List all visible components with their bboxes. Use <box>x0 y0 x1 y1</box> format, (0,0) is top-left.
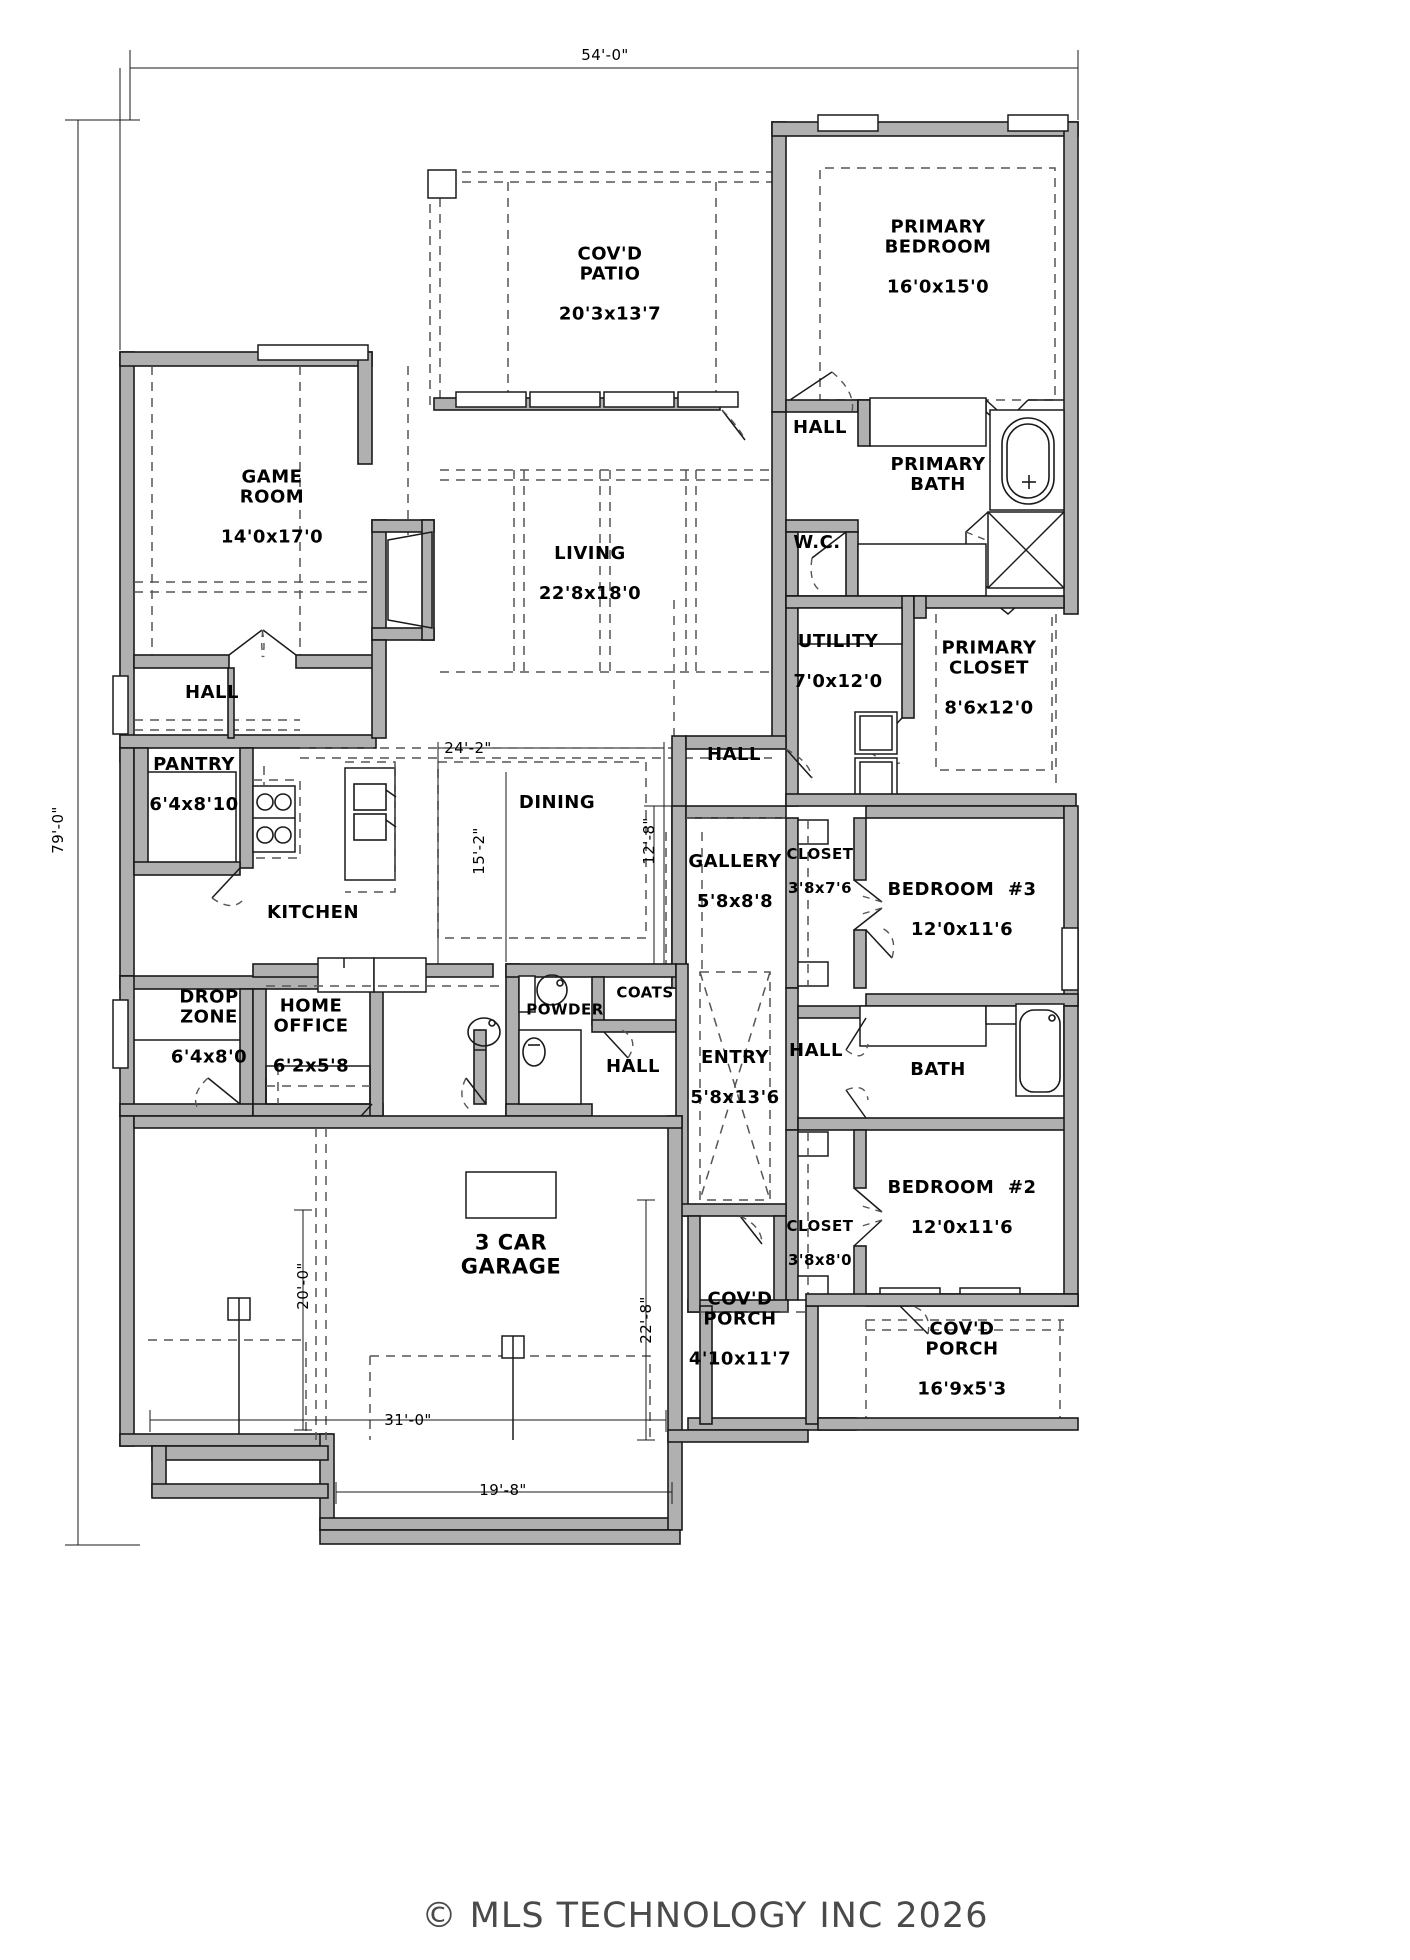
room-label-utility: UTILITY 7'0x12'0 <box>793 630 883 693</box>
room-label-game_room: GAME ROOM 14'0x17'0 <box>220 466 324 549</box>
room-size-covd_porch_front: 4'10x11'7 <box>688 1349 792 1371</box>
room-label-primary_bath: PRIMARY BATH <box>890 453 986 495</box>
room-label-bath: BATH <box>910 1058 966 1080</box>
dimension-garage-door: 19'-8" <box>479 1481 527 1499</box>
room-label-closet_bed3: CLOSET 3'8x7'6 <box>786 844 854 897</box>
room-size-living: 22'8x18'0 <box>538 583 642 605</box>
room-label-primary_bedroom: PRIMARY BEDROOM 16'0x15'0 <box>884 216 992 299</box>
room-label-covd_patio: COV'D PATIO 20'3x13'7 <box>558 243 662 326</box>
room-label-dining: DINING <box>518 791 596 813</box>
room-size-primary_closet: 8'6x12'0 <box>944 698 1034 720</box>
room-size-entry: 5'8x13'6 <box>690 1087 780 1109</box>
room-size-pantry: 6'4x8'10 <box>149 794 239 816</box>
room-label-hall_gallery: HALL <box>707 743 761 765</box>
dimension-overall-depth: 79'-0" <box>49 806 67 854</box>
room-label-living: LIVING 22'8x18'0 <box>538 542 642 605</box>
room-label-hall_bath: HALL <box>789 1039 843 1061</box>
room-label-wc: W.C. <box>793 531 841 553</box>
room-label-hall_game: HALL <box>185 681 239 703</box>
room-size-closet_bed3: 3'8x7'6 <box>787 878 853 897</box>
dimension-garage-depth: 20'-0" <box>294 1262 312 1310</box>
dimension-dining-width: 24'-2" <box>444 739 492 757</box>
room-label-covd_porch_side: COV'D PORCH 16'9x5'3 <box>917 1318 1007 1401</box>
room-size-game_room: 14'0x17'0 <box>220 527 324 549</box>
room-size-gallery: 5'8x8'8 <box>696 891 774 913</box>
room-label-hall_entry: HALL <box>606 1055 660 1077</box>
room-label-kitchen: KITCHEN <box>266 901 360 923</box>
room-label-home_office: HOME OFFICE 6'2x5'8 <box>272 995 350 1078</box>
dimension-garage-width: 31'-0" <box>384 1411 432 1429</box>
room-label-entry: ENTRY 5'8x13'6 <box>690 1046 780 1109</box>
dimension-overall-width: 54'-0" <box>581 46 629 64</box>
room-label-hall_primary: HALL <box>793 416 847 438</box>
room-label-covd_porch_front: COV'D PORCH 4'10x11'7 <box>688 1288 792 1371</box>
room-size-closet_bed2: 3'8x8'0 <box>787 1250 853 1269</box>
room-size-covd_porch_side: 16'9x5'3 <box>917 1379 1007 1401</box>
room-size-bedroom_2: 12'0x11'6 <box>910 1217 1014 1239</box>
room-size-home_office: 6'2x5'8 <box>272 1056 350 1078</box>
room-size-primary_bedroom: 16'0x15'0 <box>886 277 990 299</box>
dimension-gallery-depth: 12'-8" <box>640 817 658 865</box>
room-label-drop_zone: DROP ZONE 6'4x8'0 <box>170 986 248 1069</box>
room-size-utility: 7'0x12'0 <box>793 671 883 693</box>
room-label-pantry: PANTRY 6'4x8'10 <box>149 753 239 816</box>
room-label-powder: POWDER <box>526 1000 604 1019</box>
copyright-watermark: © MLS TECHNOLOGY INC 2026 <box>421 1896 989 1936</box>
room-label-garage: 3 CAR GARAGE <box>460 1230 562 1278</box>
dimension-garage-right: 22'-8" <box>637 1296 655 1344</box>
room-size-bedroom_3: 12'0x11'6 <box>910 919 1014 941</box>
room-label-primary_closet: PRIMARY CLOSET 8'6x12'0 <box>941 637 1037 720</box>
dimension-dining-depth: 15'-2" <box>470 827 488 875</box>
room-label-bedroom_3: BEDROOM #3 12'0x11'6 <box>887 878 1037 941</box>
room-label-gallery: GALLERY 5'8x8'8 <box>688 850 782 913</box>
room-size-covd_patio: 20'3x13'7 <box>558 304 662 326</box>
room-label-closet_bed2: CLOSET 3'8x8'0 <box>786 1216 854 1269</box>
room-size-drop_zone: 6'4x8'0 <box>170 1047 248 1069</box>
room-label-coats: COATS <box>616 983 674 1002</box>
room-label-bedroom_2: BEDROOM #2 12'0x11'6 <box>887 1176 1037 1239</box>
